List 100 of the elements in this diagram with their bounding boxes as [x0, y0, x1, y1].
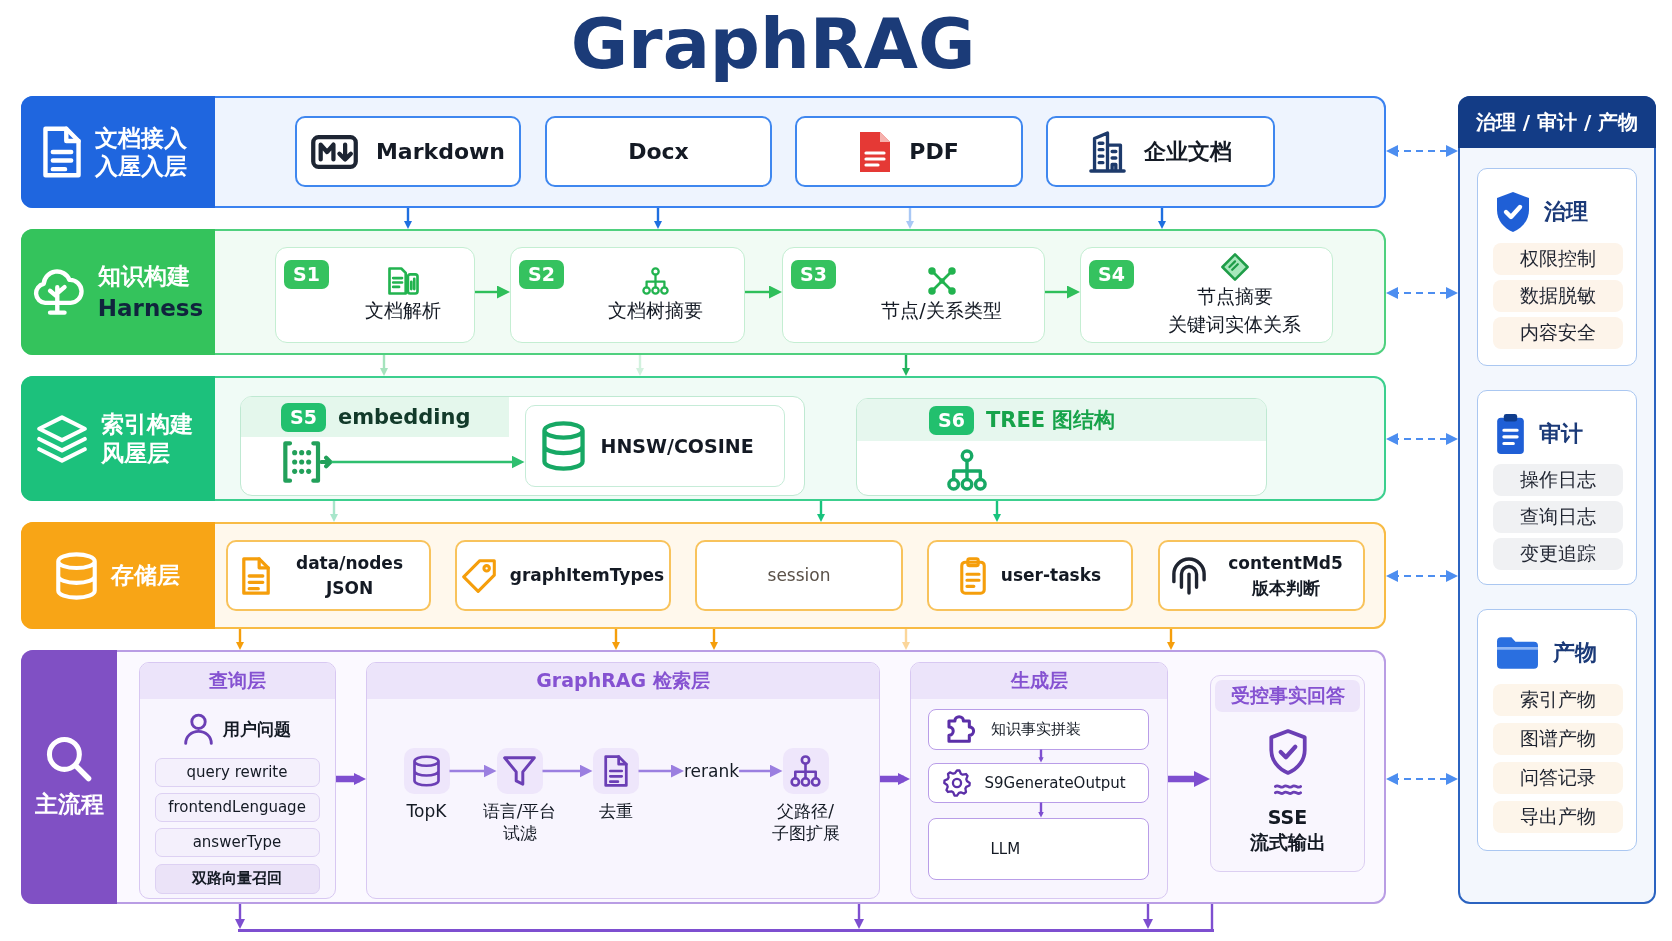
arrow — [329, 501, 339, 522]
dashed-arrow — [1386, 773, 1458, 785]
arrow — [1038, 802, 1044, 818]
answer-panel — [1210, 675, 1365, 872]
param-pill: frontendLenguage — [154, 792, 320, 822]
panel-title: 受控事实回答 — [1230, 683, 1345, 708]
layer-title: Harness — [97, 294, 204, 323]
layer-title: 文档接入入屋入层 — [94, 123, 188, 181]
filter-icon — [496, 747, 543, 794]
storage-box — [695, 540, 903, 611]
storage-label: data/nodes JSON — [294, 551, 404, 600]
step-label: LLM — [990, 839, 1021, 858]
param-pill: 双路向量召回 — [154, 863, 320, 894]
dashed-arrow — [1386, 570, 1458, 582]
panel-title: 查询层 — [209, 668, 266, 693]
arrow — [403, 208, 413, 229]
arrow — [475, 285, 510, 299]
source-box — [545, 116, 772, 187]
storage-label: user-tasks — [1000, 564, 1102, 588]
storage-box — [226, 540, 431, 611]
item-pill: 问答记录 — [1492, 761, 1623, 794]
format-label: Markdown — [375, 139, 506, 164]
param-pill: query rewrite — [154, 757, 320, 787]
arrow — [880, 773, 910, 785]
layer-band — [21, 229, 1386, 355]
matrix-icon — [282, 440, 332, 483]
group-title: 审计 — [1539, 420, 1583, 448]
item-pill: 内容安全 — [1492, 316, 1623, 349]
step-label: S9GenerateOutput — [984, 773, 1126, 792]
arrow — [235, 629, 245, 650]
arrow — [745, 285, 782, 299]
group-title: 产物 — [1553, 639, 1597, 667]
storage-box — [927, 540, 1133, 611]
storage-label: contentMd5 版本判断 — [1227, 551, 1344, 600]
layer-band — [21, 522, 1386, 629]
arrow — [449, 764, 497, 778]
step-badge: S3 — [791, 260, 836, 289]
arrow — [653, 208, 663, 229]
arrow — [635, 355, 645, 376]
source-box — [1046, 116, 1275, 187]
graph-card — [856, 398, 1267, 496]
format-label: Docx — [628, 139, 689, 164]
arrow — [331, 455, 525, 469]
item-pill: 变更追踪 — [1492, 537, 1623, 570]
step-label: 知识事实拼装 — [990, 719, 1081, 739]
step-card — [275, 247, 475, 343]
card-title: TREE 图结构 — [985, 407, 1116, 434]
step-badge: S5 — [281, 402, 326, 432]
item-pill: 导出产物 — [1492, 800, 1623, 833]
index-label: HNSW/COSINE — [600, 434, 754, 457]
database-icon — [403, 747, 450, 794]
item-pill: 数据脱敏 — [1492, 279, 1623, 312]
arrow — [379, 355, 389, 376]
item-pill: 索引产物 — [1492, 683, 1623, 716]
layer-title: 知识构建 — [97, 261, 190, 290]
step-badge: S4 — [1089, 260, 1134, 289]
layer-band — [21, 376, 1386, 501]
arrow — [235, 904, 245, 929]
dashed-arrow — [1386, 433, 1458, 445]
group-title: 治理 — [1544, 198, 1588, 226]
side-panel — [1458, 96, 1656, 904]
bus-line — [238, 929, 1214, 932]
document-icon — [592, 747, 639, 794]
arrow — [854, 904, 864, 929]
step-label: 文档解析 — [365, 299, 441, 323]
card-title: embedding — [337, 405, 471, 429]
dashed-arrow — [1386, 287, 1458, 299]
storage-label: session — [767, 564, 831, 588]
arrow — [901, 629, 911, 650]
step-label: 文档树摘要 — [608, 299, 703, 323]
arrow — [1166, 629, 1176, 650]
item-pill: 操作日志 — [1492, 463, 1623, 496]
item-pill: 图谱产物 — [1492, 722, 1623, 755]
format-label: 企业文档 — [1144, 137, 1232, 166]
group-card — [1477, 609, 1637, 851]
layer-title: 索引构建风屋层 — [100, 410, 194, 467]
stage-label: TopK — [406, 799, 447, 823]
output-label: SSE 流式输出 — [1248, 804, 1327, 855]
arrow — [1157, 208, 1167, 229]
step-badge: S6 — [929, 405, 974, 435]
arrow — [1143, 904, 1153, 929]
arrow — [542, 764, 593, 778]
layer-band — [21, 650, 1386, 904]
arrow — [336, 773, 366, 785]
arrow — [1045, 285, 1080, 299]
stage-label: 父路径/子图扩展 — [770, 799, 841, 846]
connector-line — [1210, 904, 1214, 929]
group-card — [1477, 390, 1637, 585]
arrow — [816, 501, 826, 522]
arrow — [611, 629, 621, 650]
step-badge: S1 — [284, 260, 329, 289]
arrow — [709, 629, 719, 650]
storage-box — [1158, 540, 1365, 611]
step-label: 节点摘要 — [1196, 285, 1273, 309]
step-card — [782, 247, 1045, 343]
storage-label: graphItemTypes — [509, 564, 665, 588]
index-box — [524, 404, 785, 487]
arrow — [992, 501, 1002, 522]
panel-title: 治理 / 审计 / 产物 — [1475, 108, 1639, 136]
arrow — [638, 764, 684, 778]
